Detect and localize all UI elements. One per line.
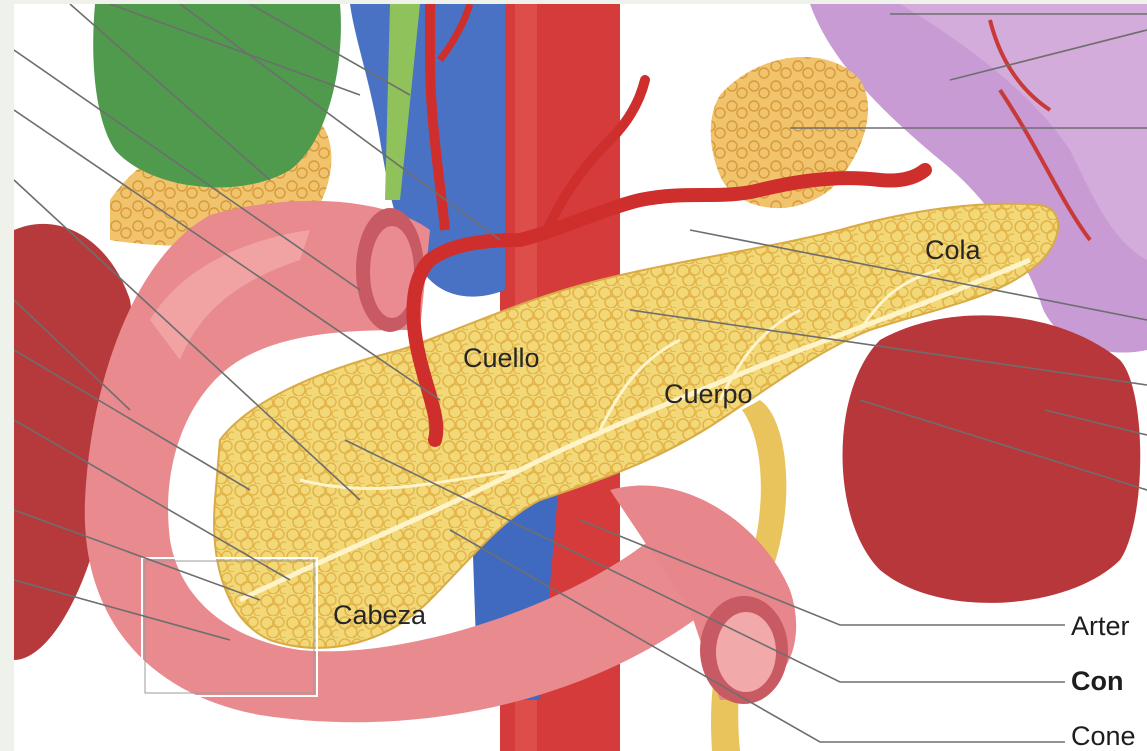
region-label-body: Cuerpo: [664, 379, 753, 409]
callout-label-1: Arter: [1071, 611, 1130, 641]
region-label-tail: Cola: [925, 235, 982, 265]
region-label-head: Cabeza: [333, 600, 427, 630]
jejunum-lumen-inner: [716, 612, 776, 692]
pancreas-anatomy-figure: Cabeza Cuello Cuerpo Cola Arter Con Cone: [14, 4, 1147, 751]
left-kidney-shape: [843, 315, 1141, 603]
region-label-neck: Cuello: [463, 343, 540, 373]
anatomy-illustration: Cabeza Cuello Cuerpo Cola Arter Con Cone: [14, 4, 1147, 751]
callout-label-3: Cone: [1071, 721, 1136, 751]
callout-label-2: Con: [1071, 666, 1123, 696]
